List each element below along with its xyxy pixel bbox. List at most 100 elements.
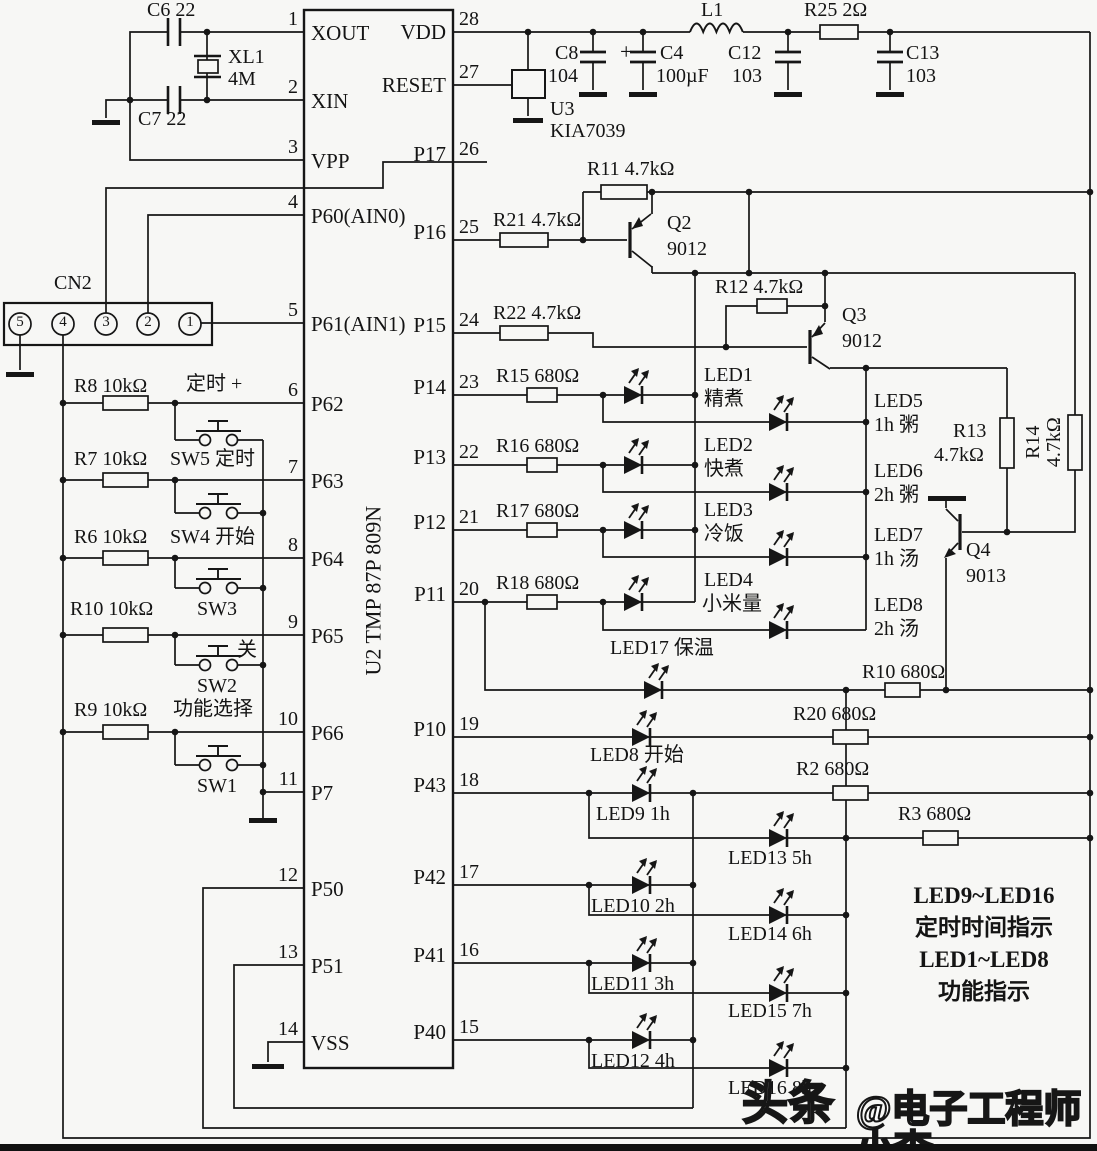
transistor-q4 [944,508,962,558]
led-symbol-led11 [632,936,657,972]
junction-dot [745,188,753,196]
ground-symbols [6,92,966,1069]
wire-row-p14 [453,394,866,423]
junction-dot [579,236,587,244]
led-symbol-led13 [769,811,794,847]
gnd-c12 [774,92,802,97]
junction-dot [203,28,211,36]
led-symbol-led6 [769,465,794,501]
wire-vss [267,1041,304,1062]
wire-row-p13 [453,464,866,493]
resistor-r8 [102,395,149,411]
resistor-r25 [819,24,859,40]
inductor-l1 [689,22,744,35]
resistor-bodies [102,24,1083,846]
junction-dot [59,631,67,639]
cn2-pin5-circle [8,312,32,336]
wire-q3-section [453,273,1007,369]
junction-dot [171,476,179,484]
led-symbol-led2 [624,438,649,474]
junction-dot [259,761,267,769]
gnd-c8 [579,92,607,97]
led-symbol-led9 [632,766,657,802]
wire-p60-to-cn2 [147,214,304,313]
junction-dot [171,631,179,639]
junction-dot [842,1064,850,1072]
junction-dot [722,343,730,351]
wire-p17-to-cn2 [105,161,487,313]
resistor-r2 [832,785,869,801]
resistor-r11 [600,184,648,200]
resistor-r20 [832,729,869,745]
resistor-r7 [102,472,149,488]
junction-dot [171,554,179,562]
resistor-r18 [526,594,558,610]
wire-row-p11 [453,601,866,631]
junction-dot [585,959,593,967]
junction-dot [842,989,850,997]
junction-dot [589,28,597,36]
resistor-r15 [526,387,558,403]
junction-dot [689,789,697,797]
capacitor-c8 [580,50,606,64]
junction-dot [599,461,607,469]
deco-layer [59,28,1094,1077]
led-symbol-led1 [624,368,649,404]
junction-dot [691,461,699,469]
gnd-vss [252,1064,284,1069]
cn2-body [2,301,214,347]
switch-sw5 [175,420,263,447]
gnd-crystal [92,120,120,125]
junction-dot [942,686,950,694]
wire-p51-wrap [233,964,693,1109]
junction-dot [689,1036,697,1044]
junction-dot [524,28,532,36]
wire-row-p42 [453,884,846,916]
junction-dot [689,959,697,967]
wire-q4 [945,500,1007,690]
junction-dot [126,96,134,104]
bottom-border [0,1144,1097,1151]
wire-switch-bus [262,440,304,818]
wire-crystal [105,31,304,161]
switch-sw3 [175,568,263,595]
wire-row-p40 [453,1039,846,1069]
capacitor-c4 [630,50,656,64]
gnd-switch-bus [249,818,277,823]
junction-dot [691,526,699,534]
capacitor-c7 [166,86,182,114]
junction-dot [842,686,850,694]
junction-dot [689,881,697,889]
transistor-q3 [808,322,831,370]
junction-dot [821,302,829,310]
junction-dot [259,509,267,517]
led-symbol-led17 [644,663,669,699]
gnd-c4 [629,92,657,97]
junction-dot [862,364,870,372]
junction-dot [821,269,829,277]
led-symbol-led4 [624,575,649,611]
junction-dot [203,96,211,104]
junction-dot [171,728,179,736]
gnd-c13 [876,92,904,97]
cn2-pin2-circle [136,312,160,336]
junction-dot [842,834,850,842]
gnd-q4 [928,496,966,501]
resistor-r14 [1067,414,1083,471]
gnd-u3 [513,118,543,123]
cn2-pin1-circle [178,312,202,336]
junction-dot [259,584,267,592]
wire-r14-branch [1007,273,1076,533]
junction-dot [259,661,267,669]
led-symbol-led7 [769,530,794,566]
led-symbol-led10 [632,858,657,894]
junction-dot [59,476,67,484]
wire-row-p12 [453,529,866,558]
junction-dot [1003,528,1011,536]
led-symbol-led3 [624,503,649,539]
wire-u3 [453,32,529,116]
resistor-r13 [999,417,1015,469]
capacitor-c13 [877,50,903,64]
